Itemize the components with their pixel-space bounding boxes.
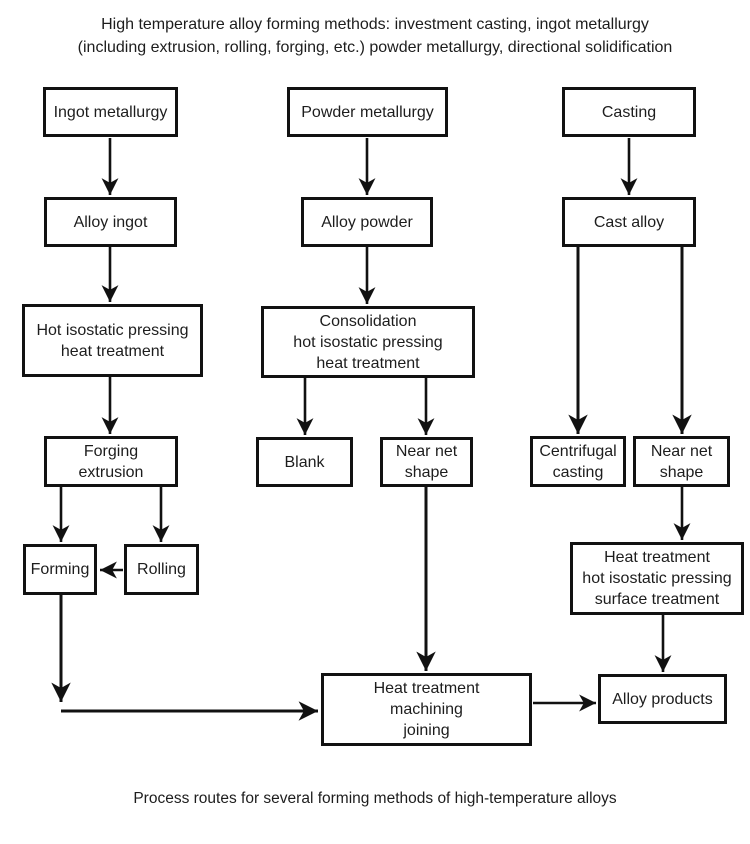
node-powder-metallurgy: Powder metallurgy: [287, 87, 448, 137]
node-hip-heat-treatment: Hot isostatic pressing heat treatment: [22, 304, 203, 377]
diagram-title: High temperature alloy forming methods: …: [77, 16, 673, 56]
node-forming: Forming: [23, 544, 97, 595]
node-near-net-shape-cast: Near net shape: [633, 436, 730, 487]
node-ht-machining-joining: Heat treatment machining joining: [321, 673, 532, 746]
node-centrifugal-casting: Centrifugal casting: [530, 436, 626, 487]
node-alloy-powder: Alloy powder: [301, 197, 433, 247]
node-near-net-shape-pm: Near net shape: [380, 437, 473, 487]
node-alloy-ingot: Alloy ingot: [44, 197, 177, 247]
node-consolidation-hip: Consolidation hot isostatic pressing hea…: [261, 306, 475, 378]
node-forging-extrusion: Forging extrusion: [44, 436, 178, 487]
node-cast-alloy: Cast alloy: [562, 197, 696, 247]
node-ingot-metallurgy: Ingot metallurgy: [43, 87, 178, 137]
node-casting: Casting: [562, 87, 696, 137]
node-rolling: Rolling: [124, 544, 199, 595]
node-blank: Blank: [256, 437, 353, 487]
node-ht-hip-surface: Heat treatment hot isostatic pressing su…: [570, 542, 744, 615]
node-alloy-products: Alloy products: [598, 674, 727, 724]
diagram-caption: Process routes for several forming metho…: [133, 790, 617, 807]
